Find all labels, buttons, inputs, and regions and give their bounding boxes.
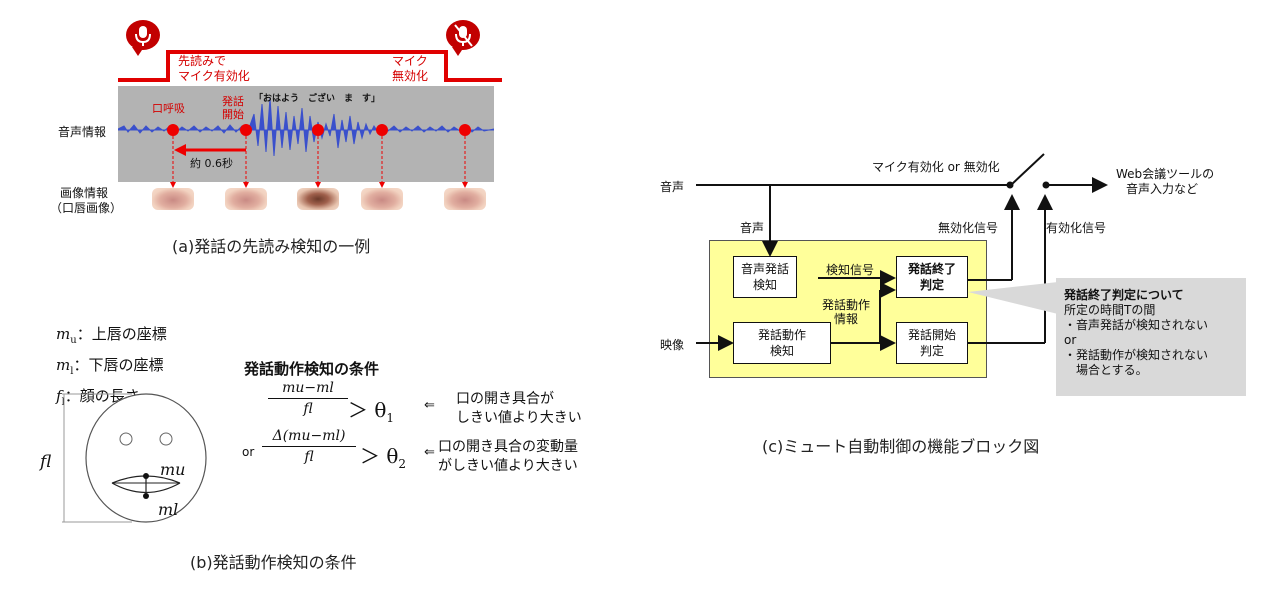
image-info-label: 画像情報 （口唇画像） xyxy=(50,186,123,215)
enable-signal-label: 有効化信号 xyxy=(1046,221,1107,235)
speech-start-judge-block: 発話開始判定 xyxy=(896,322,968,364)
motion-info-label: 発話動作 情報 xyxy=(822,298,871,326)
or-label: or xyxy=(242,445,255,459)
arrow-left-icon: ⇐ xyxy=(424,398,435,413)
condition-1-relation: ＞ θ1 xyxy=(348,398,395,425)
lip-image-3 xyxy=(297,188,339,210)
audio-speech-detect-block: 音声発話検知 xyxy=(733,256,797,298)
condition-1-description: 口の開き具合が しきい値より大きい xyxy=(456,391,582,426)
audio-input-label: 音声 xyxy=(660,180,685,194)
condition-2-fraction: Δ(mu−ml) fl xyxy=(262,428,356,465)
audio-info-label: 音声情報 xyxy=(58,125,107,139)
lip-image-5 xyxy=(444,188,486,210)
lip-image-4 xyxy=(361,188,403,210)
lower-lip-label: ml xyxy=(158,500,179,519)
video-input-label: 映像 xyxy=(660,338,685,352)
lip-image-1 xyxy=(152,188,194,210)
face-length-label: fl xyxy=(40,452,52,472)
audio-branch-label: 音声 xyxy=(740,221,765,235)
detect-signal-label: 検知信号 xyxy=(826,263,875,277)
condition-2-relation: ＞ θ2 xyxy=(360,444,407,471)
microphone-icon xyxy=(126,20,160,56)
condition-1-fraction: mu−ml fl xyxy=(268,380,348,417)
lip-image-2 xyxy=(225,188,267,210)
speech-motion-detect-block: 発話動作検知 xyxy=(733,322,831,364)
face-diagram xyxy=(62,393,207,523)
microphone-off-icon xyxy=(446,20,480,56)
audio-waveform xyxy=(118,86,494,182)
switch-label: マイク有効化 or 無効化 xyxy=(872,160,1000,174)
caption-a: (a)発話の先読み検知の一例 xyxy=(172,237,371,256)
caption-c: (c)ミュート自動制御の機能ブロック図 xyxy=(762,437,1040,456)
prefetch-label: 先読みで マイク有効化 xyxy=(178,54,250,83)
arrow-left-icon: ⇐ xyxy=(424,445,435,460)
speech-end-judge-block: 発話終了判定 xyxy=(896,256,968,298)
callout-pointer xyxy=(968,282,1058,314)
output-label: Web会議ツールの 音声入力など xyxy=(1116,167,1215,196)
mouth-breath-label: 口呼吸 xyxy=(152,102,185,115)
sync-arrows xyxy=(170,136,468,188)
caption-b: (b)発話動作検知の条件 xyxy=(190,553,357,572)
condition-2-description: 口の開き具合の変動量 がしきい値より大きい xyxy=(438,439,578,474)
conditions-title: 発話動作検知の条件 xyxy=(244,360,380,378)
utterance-label: 「おはよう ござい ま す」 xyxy=(254,94,381,104)
time-label: 約 0.6秒 xyxy=(190,157,233,170)
end-judge-note: 発話終了判定について 所定の時間Tの間 ・音声発話が検知されない or ・発話動… xyxy=(1056,278,1246,396)
disable-signal-label: 無効化信号 xyxy=(938,221,999,235)
block-diagram-lines xyxy=(696,153,1108,351)
disable-label: マイク 無効化 xyxy=(392,54,429,83)
upper-lip-label: mu xyxy=(160,460,186,479)
speech-start-label: 発話 開始 xyxy=(222,95,244,121)
mic-timeline xyxy=(118,50,502,82)
